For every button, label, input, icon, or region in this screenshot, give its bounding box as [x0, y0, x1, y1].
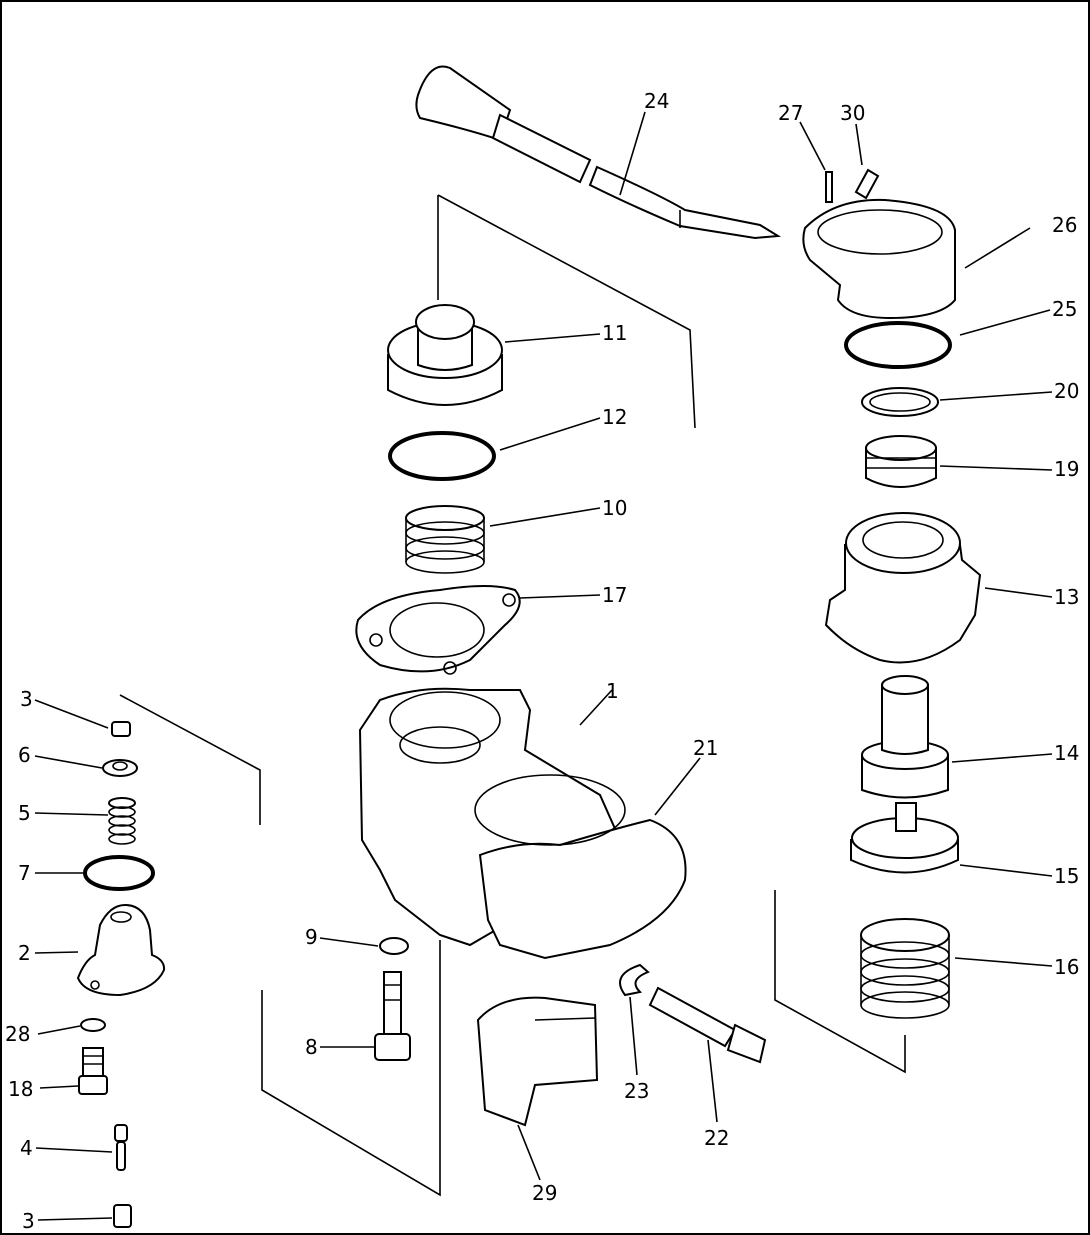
label-2: 2: [18, 941, 31, 965]
label-10: 10: [602, 496, 627, 520]
label-17: 17: [602, 583, 627, 607]
label-5: 5: [18, 801, 31, 825]
label-13: 13: [1054, 585, 1079, 609]
label-18: 18: [8, 1077, 33, 1101]
label-27: 27: [778, 101, 803, 125]
label-22: 22: [704, 1126, 729, 1150]
nut-part-19: [865, 435, 937, 488]
label-29: 29: [532, 1181, 557, 1205]
clamp-part-21: [474, 774, 687, 960]
label-21: 21: [693, 736, 718, 760]
label-7: 7: [18, 861, 31, 885]
retainer-part-15: [850, 802, 959, 874]
label-8: 8: [305, 1035, 318, 1059]
screw-part-18: [78, 1047, 108, 1095]
leader-lines: [34, 111, 1053, 1221]
label-24: 24: [644, 89, 669, 113]
label-3-top: 3: [20, 687, 33, 711]
spring-part-10: [405, 505, 485, 574]
cap-part-11: [387, 304, 503, 406]
label-1: 1: [606, 679, 619, 703]
ring-part-25: [844, 321, 952, 369]
assembly-guide-lines: [119, 194, 906, 1197]
label-26: 26: [1052, 213, 1077, 237]
block-part-29: [476, 996, 599, 1127]
o-ring-part-7: [83, 855, 155, 891]
bolt-part-22: [648, 986, 767, 1064]
label-23: 23: [624, 1079, 649, 1103]
label-25: 25: [1052, 297, 1077, 321]
label-3-bottom: 3: [22, 1209, 35, 1233]
snap-ring-part-9: [379, 937, 409, 955]
label-30: 30: [840, 101, 865, 125]
lever-part-24: [415, 65, 782, 240]
spring-part-16: [860, 918, 950, 1019]
part-number-labels: 24 27 30 26 25 20 19 13 14 15 16 11 12 1…: [5, 89, 1079, 1233]
label-9: 9: [305, 925, 318, 949]
snap-ring-part-28: [80, 1018, 106, 1032]
label-14: 14: [1054, 741, 1079, 765]
plug-part-3-top: [111, 721, 131, 737]
label-4: 4: [20, 1136, 33, 1160]
label-20: 20: [1054, 379, 1079, 403]
label-19: 19: [1054, 457, 1079, 481]
gasket-part-17: [355, 585, 521, 675]
label-12: 12: [602, 405, 627, 429]
label-6: 6: [18, 743, 31, 767]
bolt-part-8: [374, 971, 411, 1061]
snap-ring-part-23: [619, 963, 650, 997]
spring-part-5: [108, 797, 136, 845]
o-ring-part-12: [388, 431, 496, 481]
label-15: 15: [1054, 864, 1079, 888]
piston-part-14: [861, 675, 949, 799]
seat-part-6: [102, 759, 138, 777]
label-28: 28: [5, 1022, 30, 1046]
knob-body-part-26: [802, 168, 956, 320]
cap-part-2: [76, 903, 166, 997]
plug-part-3-bottom: [113, 1204, 132, 1228]
pin-part-4: [114, 1124, 128, 1171]
label-11: 11: [602, 321, 627, 345]
label-16: 16: [1054, 955, 1079, 979]
housing-part-13: [824, 512, 982, 664]
